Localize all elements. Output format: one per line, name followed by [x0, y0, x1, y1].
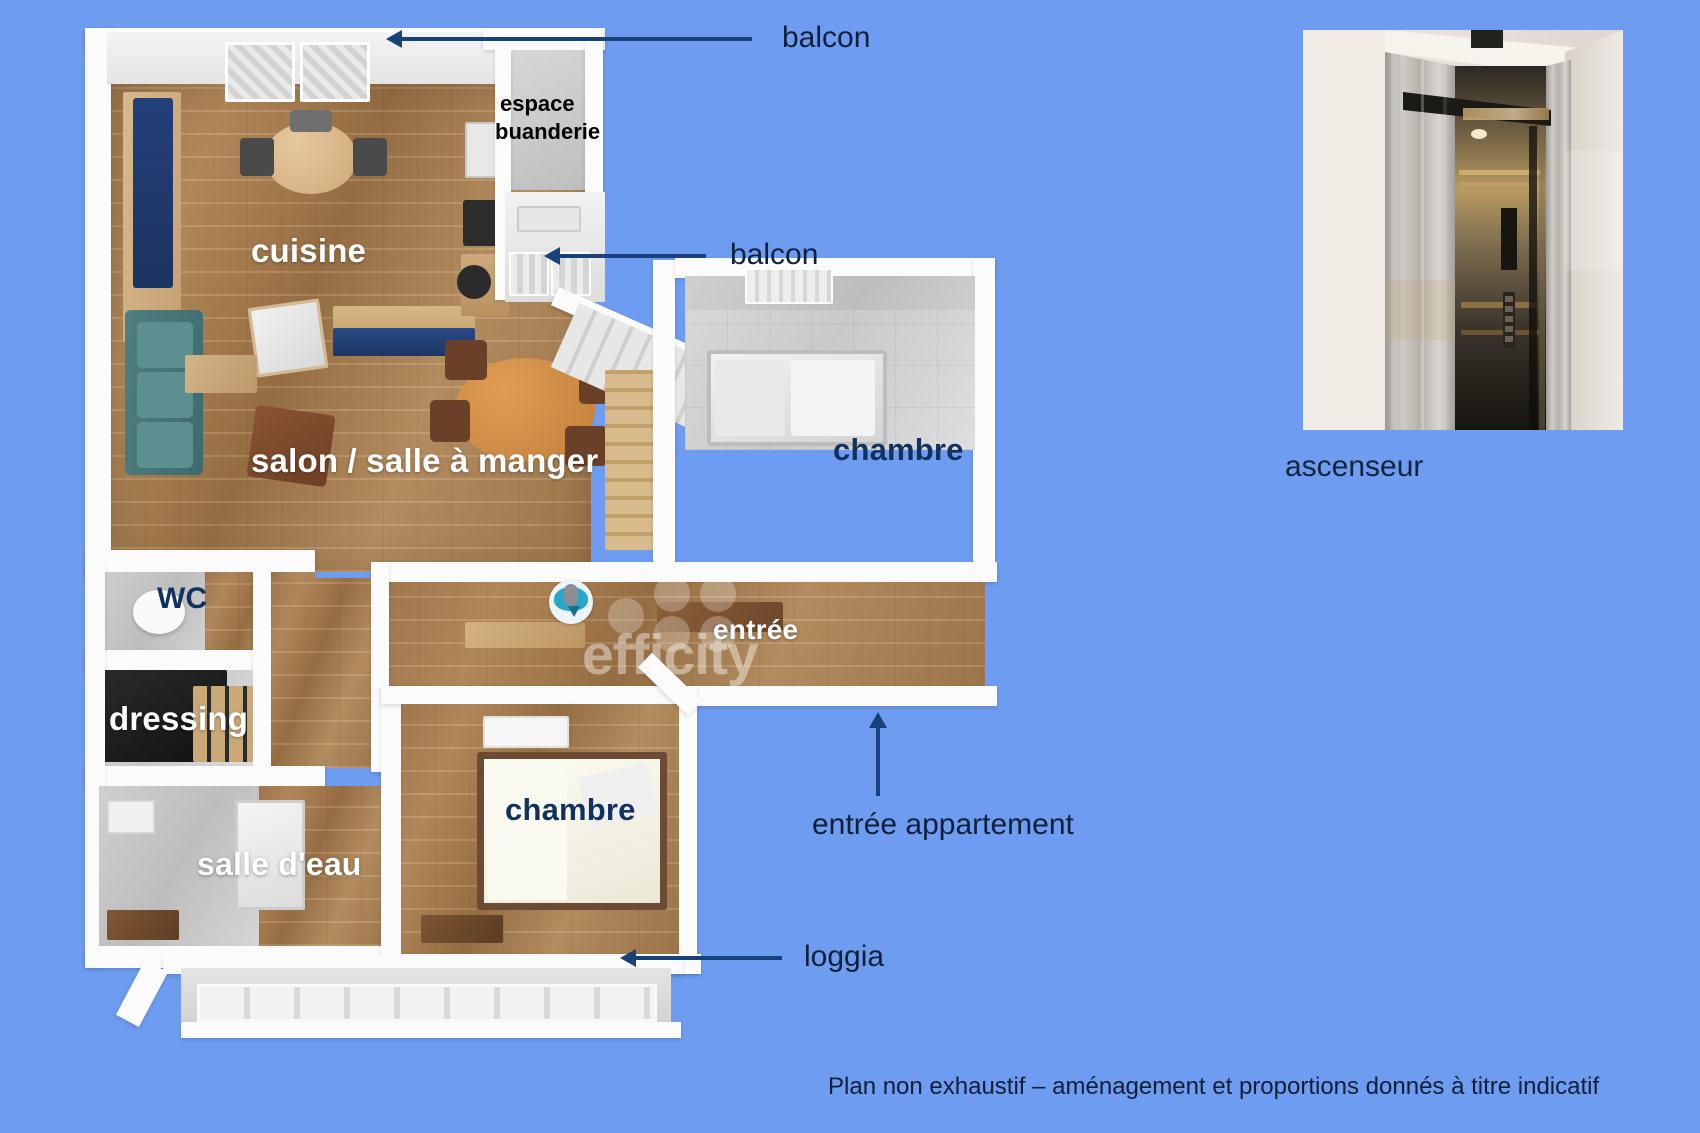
chair	[353, 138, 387, 176]
wall-diagonal	[115, 960, 168, 1027]
wall-segment	[973, 258, 995, 578]
window	[225, 42, 295, 102]
elevator-photo-graphic	[1303, 30, 1623, 430]
chair	[290, 110, 332, 132]
entree-leader	[876, 726, 880, 796]
room-label-chambre-2: chambre	[505, 792, 636, 827]
room-label-salon: salon / salle à manger	[251, 442, 599, 479]
duvet	[791, 360, 875, 436]
balcon-top-arrowhead	[386, 30, 402, 48]
wall-segment	[85, 766, 325, 786]
window	[745, 268, 833, 304]
hallway-console	[657, 602, 783, 632]
loggia-leader	[634, 956, 782, 960]
callout-entree-appartement: entrée appartement	[812, 808, 1074, 841]
disclaimer-text: Plan non exhaustif – aménagement et prop…	[828, 1073, 1600, 1100]
wall-segment	[585, 40, 603, 200]
balcony-furniture	[517, 206, 581, 232]
hallway-bench	[465, 622, 585, 648]
rug	[483, 716, 569, 748]
pillow	[715, 360, 785, 436]
partition-slats	[605, 370, 653, 550]
mattress	[487, 762, 567, 900]
callout-balcon-mid: balcon	[730, 238, 819, 271]
room-label-cuisine: cuisine	[251, 232, 367, 269]
dressing-shelves	[193, 686, 253, 762]
elevator-photo	[1303, 30, 1623, 430]
inner-hall-floor	[271, 578, 381, 768]
wall-segment	[653, 260, 675, 578]
wall-segment	[85, 550, 315, 572]
kitchen-tall-unit	[133, 98, 173, 288]
wall-segment	[381, 686, 403, 972]
room-label-entree: entrée	[713, 614, 799, 645]
loggia-railing	[197, 984, 657, 1022]
balcony-rail	[509, 252, 549, 296]
room-label-dressing: dressing	[109, 700, 249, 737]
bath-mat	[107, 910, 179, 940]
dining-chair	[445, 340, 487, 380]
wall-segment	[181, 1022, 681, 1038]
sofa-cushion	[137, 372, 193, 418]
callout-loggia: loggia	[804, 940, 885, 973]
toilet	[133, 590, 185, 634]
shower-door	[235, 800, 305, 910]
balcon-mid-leader	[558, 254, 706, 258]
sofa-cushion	[137, 322, 193, 368]
coffee-table	[185, 355, 257, 393]
apartment-floorplan: cuisine salon / salle à manger WC dressi…	[85, 10, 1110, 1038]
entree-arrowhead	[869, 712, 887, 728]
callout-buanderie-line1: espace	[500, 91, 575, 116]
balcon-top-leader	[400, 37, 752, 41]
sink	[107, 800, 155, 834]
wall-segment	[385, 562, 997, 582]
room-label-chambre-1: chambre	[833, 432, 964, 467]
sofa-cushion	[137, 422, 193, 468]
balcon-mid-arrowhead	[544, 247, 560, 265]
armchair	[247, 298, 329, 378]
window	[300, 42, 370, 102]
wall-segment	[675, 258, 995, 278]
wall-segment	[85, 28, 111, 578]
elevator-photo-frame	[1303, 30, 1623, 430]
round-stool	[457, 265, 491, 299]
photo-caption-ascenseur: ascenseur	[1285, 450, 1424, 483]
wall-segment	[677, 686, 697, 972]
wall-segment	[253, 570, 271, 770]
wall-segment	[381, 686, 693, 704]
callout-balcon-top: balcon	[782, 21, 871, 54]
loggia-arrowhead	[620, 949, 636, 967]
callout-buanderie-line2: buanderie	[495, 119, 601, 144]
room-label-salle-eau: salle d'eau	[197, 846, 362, 882]
bedside-rug	[421, 915, 503, 943]
kitchen-table	[265, 122, 357, 194]
room-label-wc: WC	[157, 582, 208, 615]
chair	[240, 138, 274, 176]
dining-chair	[565, 426, 607, 466]
dining-chair	[430, 400, 470, 442]
